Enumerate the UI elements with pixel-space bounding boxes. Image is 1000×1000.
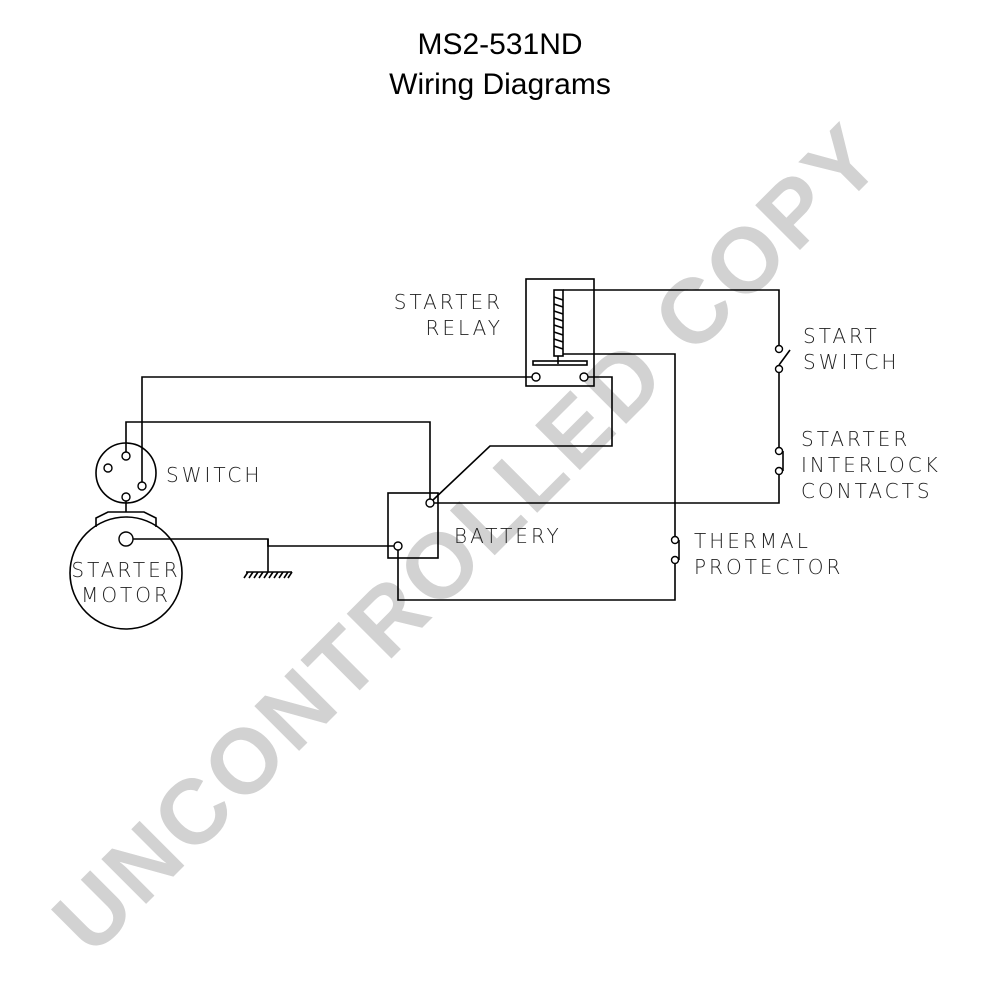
diagram-title: MS2-531ND [417,28,583,61]
label-starter-motor-2: MOTOR [81,583,171,607]
diagram-subtitle: Wiring Diagrams [389,68,611,101]
relay-terminal-left [531,372,541,382]
label-starter-motor-1: STARTER [71,558,180,582]
wire-interlock-to-battery [434,475,780,504]
relay-contact-bar [532,360,588,366]
relay-coil-windings [553,296,564,350]
switch-terminal-right [137,481,147,491]
label-starter-relay-1: STARTER [394,290,503,314]
label-interlock-2: INTERLOCK [801,453,941,477]
wire-coil-to-start-switch [563,289,780,345]
switch-terminal-bottom [121,492,131,502]
label-battery: BATTERY [454,524,562,548]
ground-symbol [243,571,293,579]
starter-motor-body [69,516,183,630]
label-thermal-2: PROTECTOR [694,555,843,579]
relay-terminal-right [579,372,589,382]
wire-thermal-to-battery-neg [397,550,676,601]
wire-relay-to-battery [432,376,613,501]
wire-relay-to-switch [141,376,532,482]
switch-terminal-left [103,463,113,473]
wire-switch-to-battery [125,421,431,499]
battery-terminal-negative [393,541,403,551]
battery-terminal-positive [425,498,435,508]
label-interlock-3: CONTACTS [801,479,933,503]
wires [125,289,780,601]
starter-motor [69,501,183,630]
switch-terminal-top [121,451,131,461]
battery-box [387,492,439,559]
starter-relay-box [525,278,595,387]
label-start-switch-2: SWITCH [803,350,899,374]
motor-terminal [118,531,134,547]
label-switch: SWITCH [166,463,262,487]
label-starter-relay-2: RELAY [426,316,503,340]
wire-coil-to-thermal [563,353,676,536]
thermal-protector [670,535,680,565]
label-thermal-1: THERMAL [694,529,811,553]
label-interlock-1: STARTER [801,427,910,451]
motor-mount-bracket [95,511,157,527]
interlock-contacts [774,446,784,476]
label-start-switch-1: START [803,324,880,348]
start-switch [774,344,791,374]
